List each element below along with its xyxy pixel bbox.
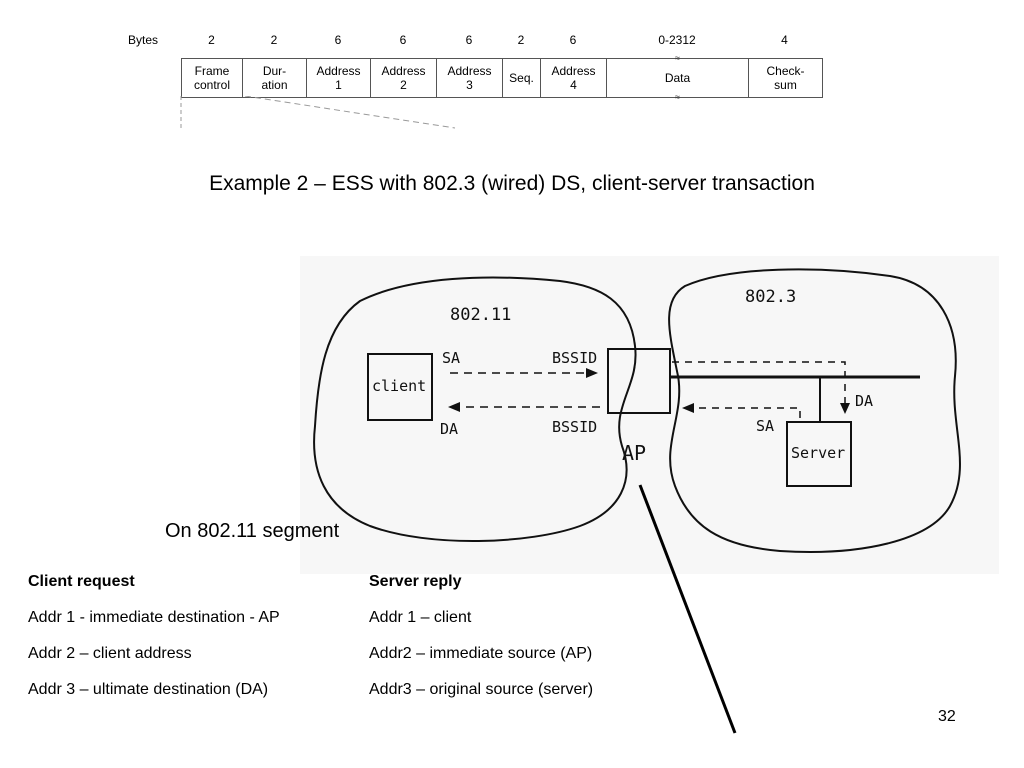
wireless-segment-outline	[313, 276, 637, 543]
field-address-2: Address 2	[371, 59, 437, 97]
server-reply-line: Addr 1 – client	[369, 609, 472, 626]
da-right-label: DA	[855, 392, 873, 410]
field-address-4: Address 4	[541, 59, 607, 97]
field-bytes: 0-2312	[658, 33, 696, 47]
client-label: client	[372, 377, 426, 395]
client-request-line: Addr 3 – ultimate destination (DA)	[28, 681, 269, 698]
field-bytes: 6	[399, 33, 407, 47]
da-left-label: DA	[440, 420, 458, 438]
client-box	[367, 353, 433, 421]
sa-left-label: SA	[442, 349, 460, 367]
break-mark-bottom: ≈	[675, 92, 680, 102]
page-number: 32	[938, 708, 956, 725]
field-bytes: 2	[517, 33, 525, 47]
left-network-label: 802.11	[450, 305, 511, 325]
bytes-label: Bytes	[128, 33, 159, 47]
field-bytes: 2	[208, 33, 215, 47]
client-request-line: Addr 1 - immediate destination - AP	[28, 609, 280, 626]
forward-path	[672, 361, 846, 406]
server-reply-line: Addr2 – immediate source (AP)	[369, 645, 593, 662]
slide-title: Example 2 – ESS with 802.3 (wired) DS, c…	[209, 172, 815, 195]
field-bytes: 6	[465, 33, 473, 47]
field-duration: Dur- ation	[243, 59, 307, 97]
request-arrowhead	[586, 368, 598, 378]
break-mark-top: ≈	[675, 53, 680, 63]
field-bytes: 4	[781, 33, 788, 47]
field-bytes: 6	[569, 33, 577, 47]
return-path	[692, 407, 801, 418]
server-reply-header: Server reply	[369, 573, 462, 590]
frame-format-table: Frame control Dur- ation Address 1 Addre…	[181, 54, 823, 102]
field-data-label: Data	[664, 71, 691, 85]
reply-arrowhead	[448, 402, 460, 412]
ap-box	[607, 348, 671, 414]
field-checksum: Check- sum	[766, 64, 805, 92]
client-request-column: Client request Addr 1 - immediate destin…	[28, 572, 280, 716]
server-reply-column: Server reply Addr 1 – client Addr2 – imm…	[369, 572, 593, 716]
field-seq: Seq.	[503, 59, 541, 97]
field-frame-control: Frame control	[182, 59, 243, 97]
field-data: ≈ Data ≈	[607, 54, 749, 102]
return-arrowhead	[682, 403, 694, 413]
bssid-top-label: BSSID	[552, 349, 597, 367]
bssid-bottom-label: BSSID	[552, 418, 597, 436]
expansion-lines	[180, 96, 456, 130]
client-request-line: Addr 2 – client address	[28, 645, 192, 662]
field-address-1: Address 1	[307, 59, 371, 97]
wired-segment-outline	[668, 268, 961, 553]
ap-pointer-line	[638, 484, 737, 734]
server-label: Server	[791, 444, 845, 462]
field-bytes: 2	[270, 33, 278, 47]
client-request-header: Client request	[28, 573, 135, 590]
forward-arrowhead	[840, 403, 850, 414]
right-network-label: 802.3	[745, 287, 796, 307]
segment-label: On 802.11 segment	[165, 520, 340, 542]
field-bytes: 6	[334, 33, 342, 47]
ess-diagram: client AP Server 802.11 802.3 SA DA BSSI…	[300, 256, 999, 574]
server-reply-line: Addr3 – original source (server)	[369, 681, 594, 698]
ap-label: AP	[622, 441, 646, 465]
sa-right-label: SA	[756, 417, 774, 435]
field-address-3: Address 3	[437, 59, 503, 97]
